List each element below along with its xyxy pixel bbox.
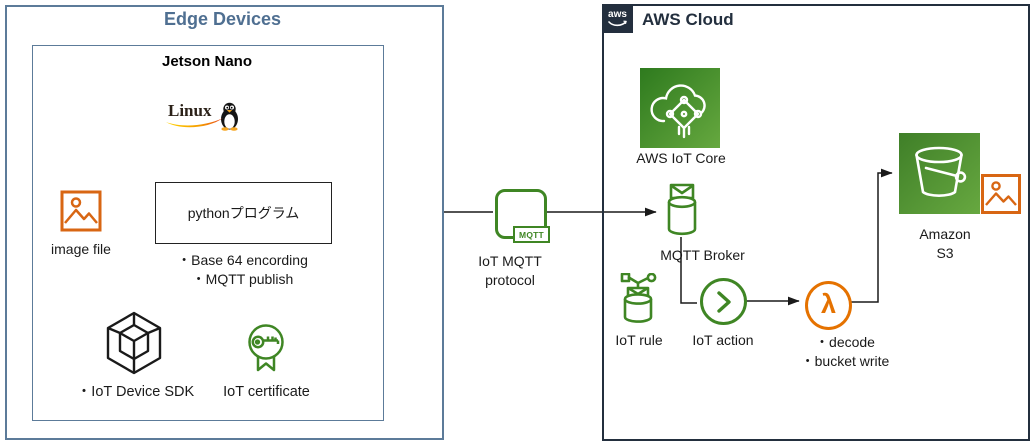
aws-cloud-title: AWS Cloud bbox=[642, 10, 734, 29]
image-file-label: image file bbox=[51, 241, 111, 257]
python-note-base64: ・Base 64 encording bbox=[177, 252, 308, 268]
iot-action-icon bbox=[700, 278, 747, 325]
iot-action-label: IoT action bbox=[692, 332, 754, 348]
mqtt-broker-label: MQTT Broker bbox=[660, 247, 745, 263]
aws-logo-text: aws bbox=[608, 9, 627, 20]
s3-image-overlay-icon bbox=[981, 174, 1021, 214]
lambda-note-bucket-write: ・bucket write bbox=[800, 353, 890, 369]
jetson-nano-box bbox=[32, 45, 384, 421]
image-file-icon bbox=[60, 190, 102, 232]
aws-cloud-box bbox=[602, 4, 1030, 441]
python-note-mqtt-publish: ・MQTT publish bbox=[191, 271, 294, 287]
iot-device-sdk-icon bbox=[106, 311, 162, 375]
mqtt-broker-icon bbox=[667, 183, 697, 236]
iot-rule-label: IoT rule bbox=[615, 332, 663, 348]
mqtt-protocol-badge: MQTT bbox=[513, 226, 550, 243]
iot-device-sdk-label: ・IoT Device SDK bbox=[76, 384, 195, 400]
aws-iot-core-label: AWS IoT Core bbox=[636, 150, 726, 166]
aws-iot-core-icon bbox=[640, 68, 720, 148]
tux-penguin-icon bbox=[221, 102, 238, 131]
python-program-box: pythonプログラム bbox=[155, 182, 332, 244]
mqtt-protocol-label-line2: protocol bbox=[485, 272, 535, 288]
lambda-note-decode: ・decode bbox=[815, 334, 875, 350]
amazon-s3-label-line2: S3 bbox=[936, 245, 954, 261]
linux-logo-swoosh bbox=[166, 118, 223, 128]
edge-devices-title: Edge Devices bbox=[163, 9, 282, 29]
amazon-s3-label-line1: Amazon bbox=[919, 226, 971, 242]
iot-certificate-label: IoT certificate bbox=[223, 384, 310, 400]
jetson-nano-title: Jetson Nano bbox=[161, 53, 252, 70]
linux-logo: Linux bbox=[166, 101, 242, 143]
iot-rule-icon bbox=[620, 273, 657, 323]
linux-logo-text: Linux bbox=[168, 101, 212, 120]
lambda-icon: λ bbox=[805, 281, 852, 330]
aws-logo: aws bbox=[602, 4, 633, 33]
iot-certificate-icon bbox=[248, 324, 284, 372]
mqtt-protocol-label-line1: IoT MQTT bbox=[478, 253, 542, 269]
amazon-s3-icon bbox=[899, 133, 980, 214]
